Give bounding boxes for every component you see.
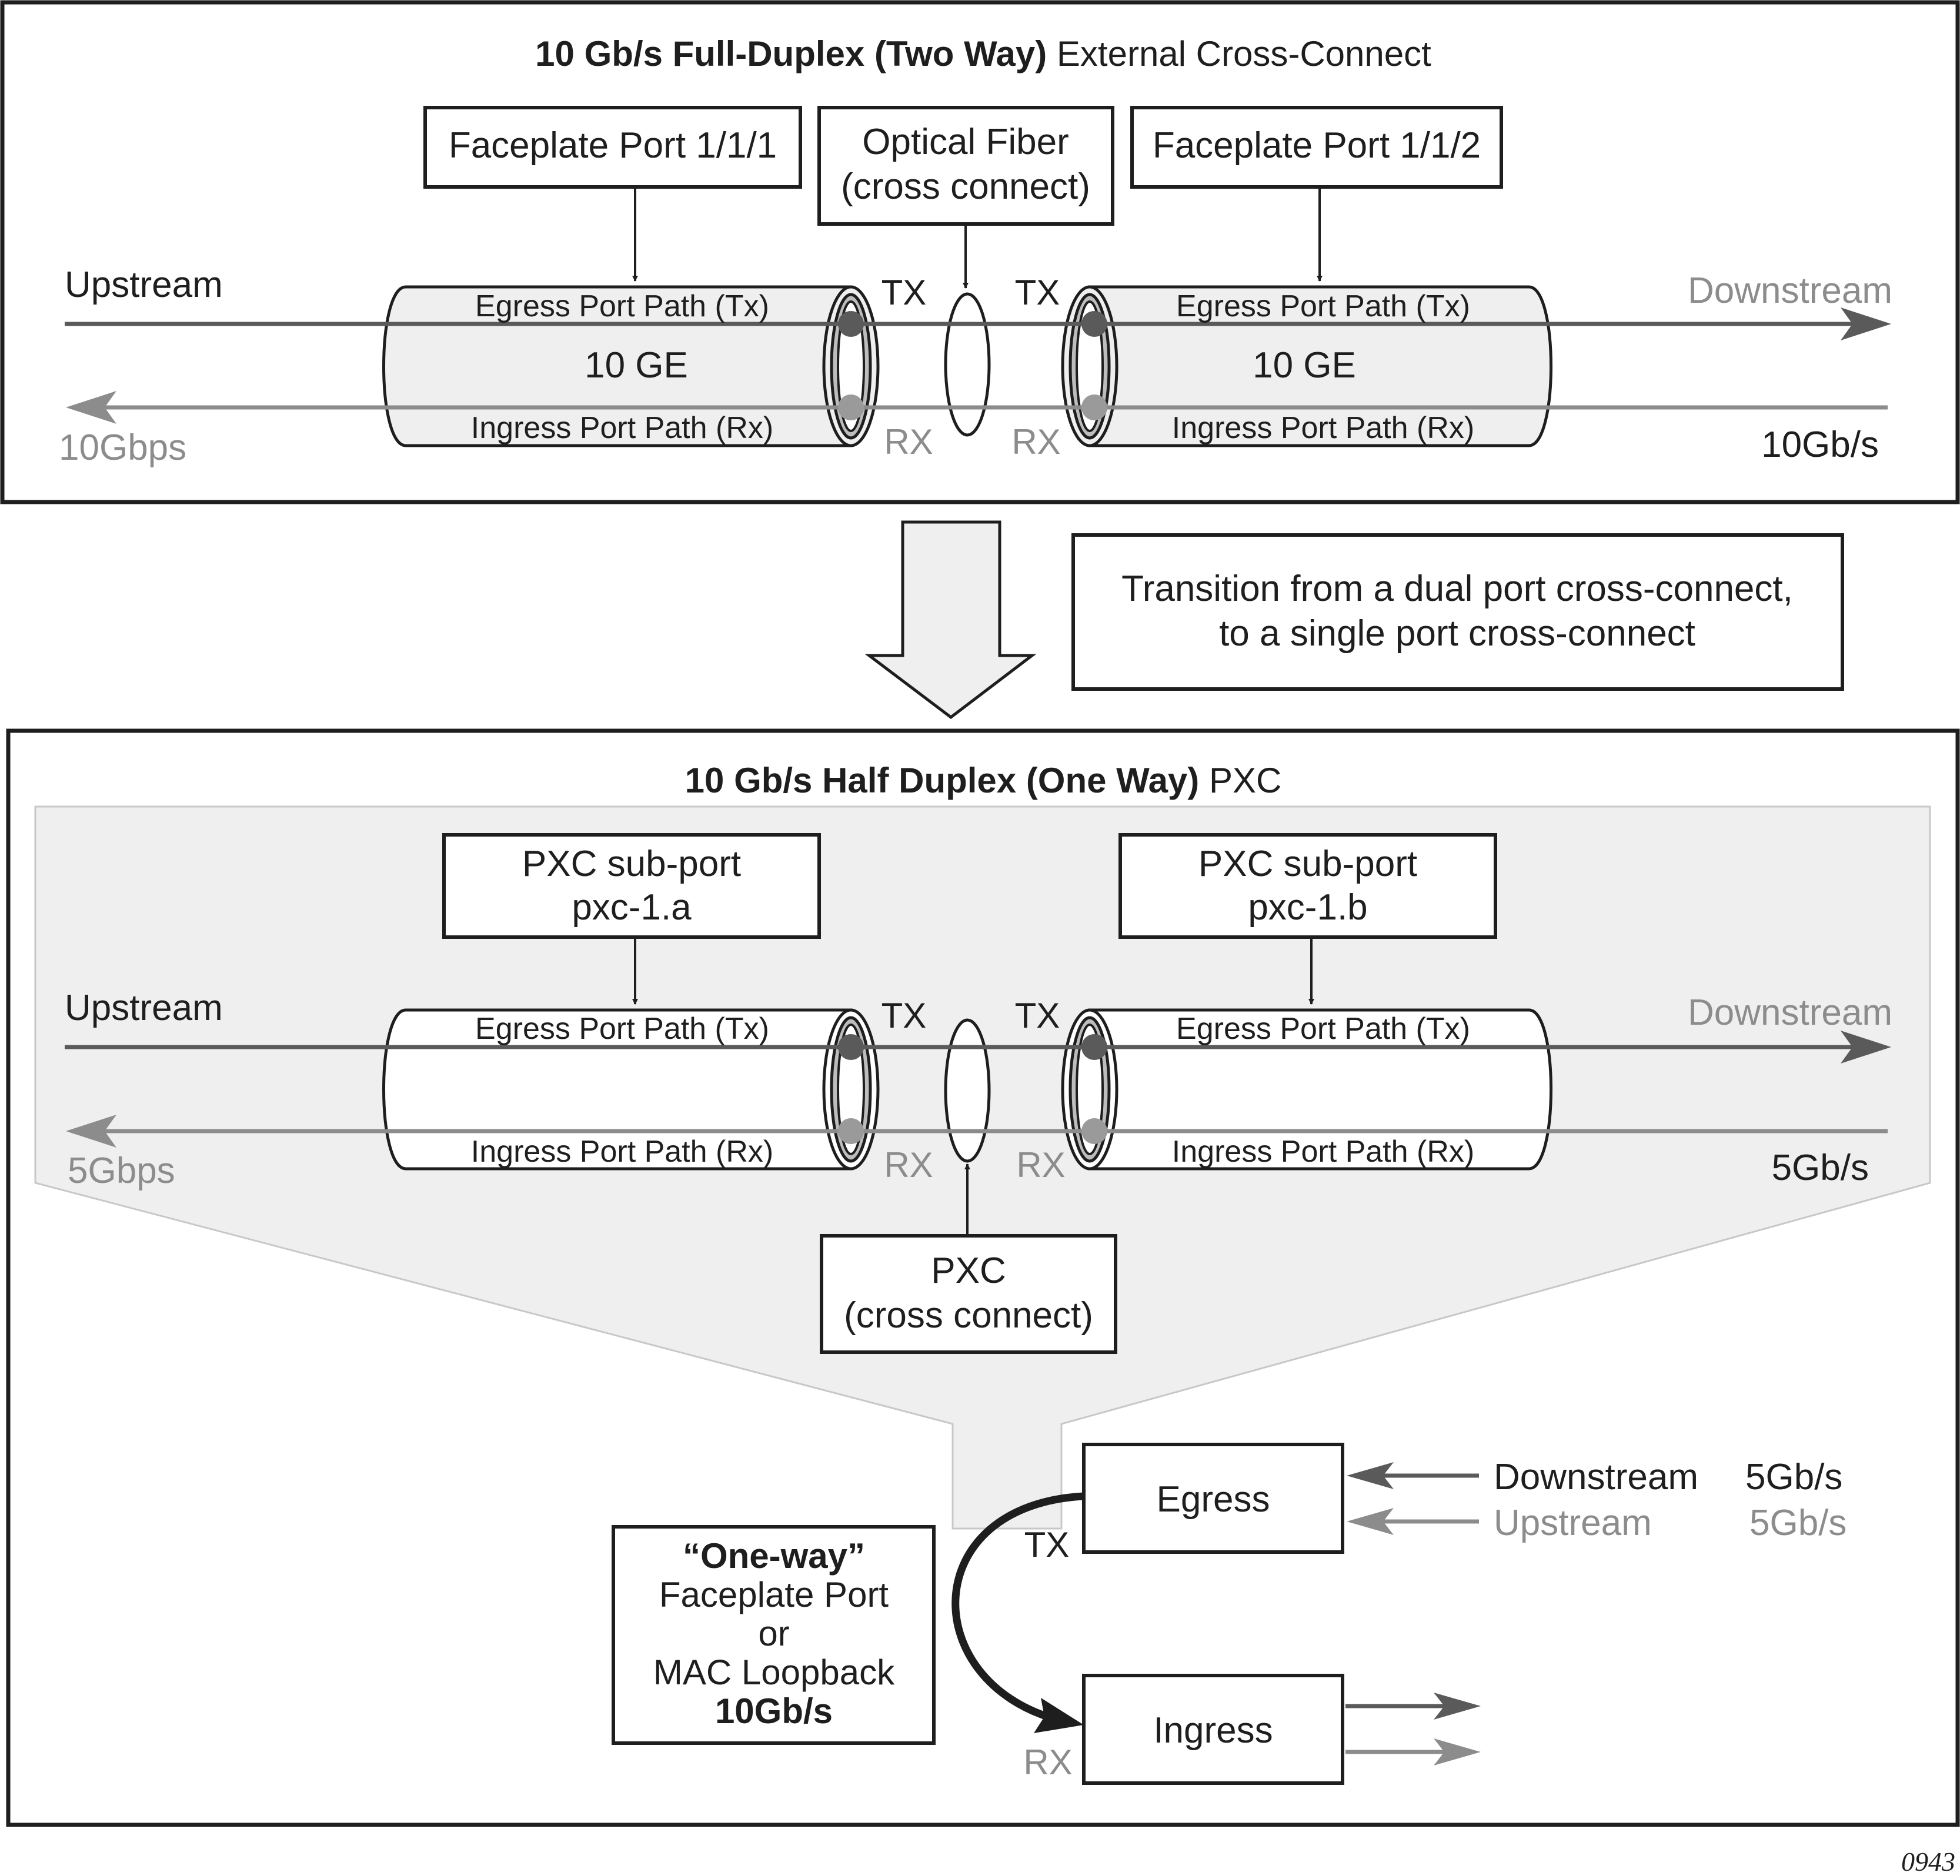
optical-fiber-ring <box>944 292 991 437</box>
legend-downstream-rate: 5Gb/s <box>1745 1457 1842 1497</box>
subport-a-rx-label: RX <box>884 1145 933 1185</box>
right-ingress-path-label: Ingress Port Path (Rx) <box>1172 411 1474 445</box>
bottom-upstream-label: Upstream <box>65 988 223 1028</box>
pxc-subport-a-label: PXC sub-port <box>522 844 741 884</box>
right-tx-dot <box>1081 311 1107 337</box>
faceplate-port-label: Faceplate Port <box>659 1575 889 1614</box>
legend-upstream-rate: 5Gb/s <box>1749 1503 1847 1543</box>
pxc-subport-a-id: pxc-1.a <box>572 887 692 928</box>
top-panel-frame <box>0 0 1960 504</box>
ingress-label: Ingress <box>1153 1710 1273 1751</box>
left-rx-label: RX <box>884 422 933 462</box>
loopback-tx-label: TX <box>1024 1525 1070 1564</box>
ingress-out-dark-arrowhead <box>1434 1693 1481 1720</box>
right-tx-label: TX <box>1015 273 1060 312</box>
faceplate-port-1-1-2-label: Faceplate Port 1/1/2 <box>1153 125 1481 166</box>
subport-a-tx-dot <box>838 1034 864 1060</box>
or-label: or <box>758 1614 789 1653</box>
optical-fiber-box <box>817 106 1114 226</box>
pxc-box-sublabel: (cross connect) <box>844 1295 1093 1336</box>
transition-down-arrow <box>864 520 1037 720</box>
bottom-downstream-label: Downstream <box>1688 992 1892 1033</box>
right-rx-dot <box>1081 394 1107 420</box>
pxc-subport-b-id: pxc-1.b <box>1248 887 1367 928</box>
right-rx-label: RX <box>1011 422 1060 462</box>
subport-a-ingress-path-label: Ingress Port Path (Rx) <box>471 1135 773 1169</box>
ingress-out-grey-arrowhead <box>1434 1738 1481 1765</box>
right-egress-path-label: Egress Port Path (Tx) <box>1176 289 1470 323</box>
pxc-subport-a-box <box>442 833 821 939</box>
top-panel: 10 Gb/s Full-Duplex (Two Way) External C… <box>0 0 1960 504</box>
bottom-left-rate: 5Gbps <box>68 1151 175 1191</box>
faceplate-port-1-1-2-box <box>1130 106 1503 189</box>
right-port-label: 10 GE <box>1253 345 1356 386</box>
loopback-rx-label: RX <box>1023 1743 1072 1782</box>
pxc-cross-connect-box <box>820 1234 1117 1354</box>
legend-upstream-arrowhead <box>1347 1508 1394 1535</box>
left-ingress-path-label: Ingress Port Path (Rx) <box>471 411 773 445</box>
legend-upstream-label: Upstream <box>1494 1503 1652 1543</box>
egress-label: Egress <box>1157 1479 1270 1520</box>
pxc-subport-b-box <box>1118 833 1497 939</box>
faceplate-port-1-1-1-box <box>423 106 802 189</box>
bottom-right-rate: 5Gb/s <box>1772 1148 1869 1188</box>
subport-b-tx-dot <box>1081 1034 1107 1060</box>
faceplate-port-1-1-1-label: Faceplate Port 1/1/1 <box>449 125 777 166</box>
left-rx-dot <box>838 394 864 420</box>
one-way-label: “One-way” <box>683 1536 865 1576</box>
downstream-arrowhead <box>1841 307 1891 340</box>
transition-note-box <box>1071 533 1844 691</box>
pxc-callout-background <box>34 805 1931 1530</box>
top-title: 10 Gb/s Full-Duplex (Two Way) External C… <box>535 34 1431 73</box>
subport-a-rx-dot <box>838 1118 864 1144</box>
optical-fiber-label: Optical Fiber <box>862 122 1069 162</box>
left-tx-dot <box>838 311 864 337</box>
left-tx-label: TX <box>882 273 927 312</box>
upstream-arrowhead <box>66 391 116 424</box>
bottom-panel: 10 Gb/s Half Duplex (One Way) PXC PXC su… <box>6 728 1960 1827</box>
bottom-downstream-arrowhead <box>1841 1031 1891 1064</box>
subport-b-rx-label: RX <box>1016 1145 1065 1185</box>
subport-b-rx-dot <box>1081 1118 1107 1144</box>
bottom-title: 10 Gb/s Half Duplex (One Way) PXC <box>685 761 1282 800</box>
bottom-upstream-arrowhead <box>66 1115 116 1148</box>
top-left-rate: 10Gbps <box>59 427 186 468</box>
legend-downstream-arrowhead <box>1347 1462 1394 1489</box>
left-port-label: 10 GE <box>585 345 688 386</box>
transition-note-line-1: Transition from a dual port cross-connec… <box>1121 569 1793 609</box>
subport-a-tx-label: TX <box>882 996 927 1035</box>
loopback-arrowhead <box>1034 1698 1084 1733</box>
pxc-cross-connect-ring <box>944 1018 991 1163</box>
pxc-box-label: PXC <box>931 1250 1006 1291</box>
figure-id: 0943 <box>1901 1847 1955 1876</box>
subport-b-tx-label: TX <box>1015 996 1060 1035</box>
top-downstream-label: Downstream <box>1688 270 1892 311</box>
subport-b-egress-path-label: Egress Port Path (Tx) <box>1176 1012 1470 1046</box>
pxc-subport-b-label: PXC sub-port <box>1198 844 1417 884</box>
one-way-loopback-box <box>612 1525 936 1745</box>
top-right-rate: 10Gb/s <box>1761 424 1879 465</box>
optical-fiber-sublabel: (cross connect) <box>841 166 1090 207</box>
subport-b-ingress-path-label: Ingress Port Path (Rx) <box>1172 1135 1474 1169</box>
transition-note-line-2: to a single port cross-connect <box>1219 613 1695 654</box>
legend-downstream-label: Downstream <box>1494 1457 1698 1497</box>
mac-loopback-label: MAC Loopback <box>653 1653 895 1692</box>
loopback-curve <box>951 1492 1084 1724</box>
left-egress-path-label: Egress Port Path (Tx) <box>475 289 769 323</box>
subport-a-egress-path-label: Egress Port Path (Tx) <box>475 1012 769 1046</box>
loopback-rate-label: 10Gb/s <box>715 1691 833 1731</box>
transition-section: Transition from a dual port cross-connec… <box>864 520 1844 720</box>
top-upstream-label: Upstream <box>65 265 223 305</box>
ingress-box <box>1082 1674 1344 1785</box>
